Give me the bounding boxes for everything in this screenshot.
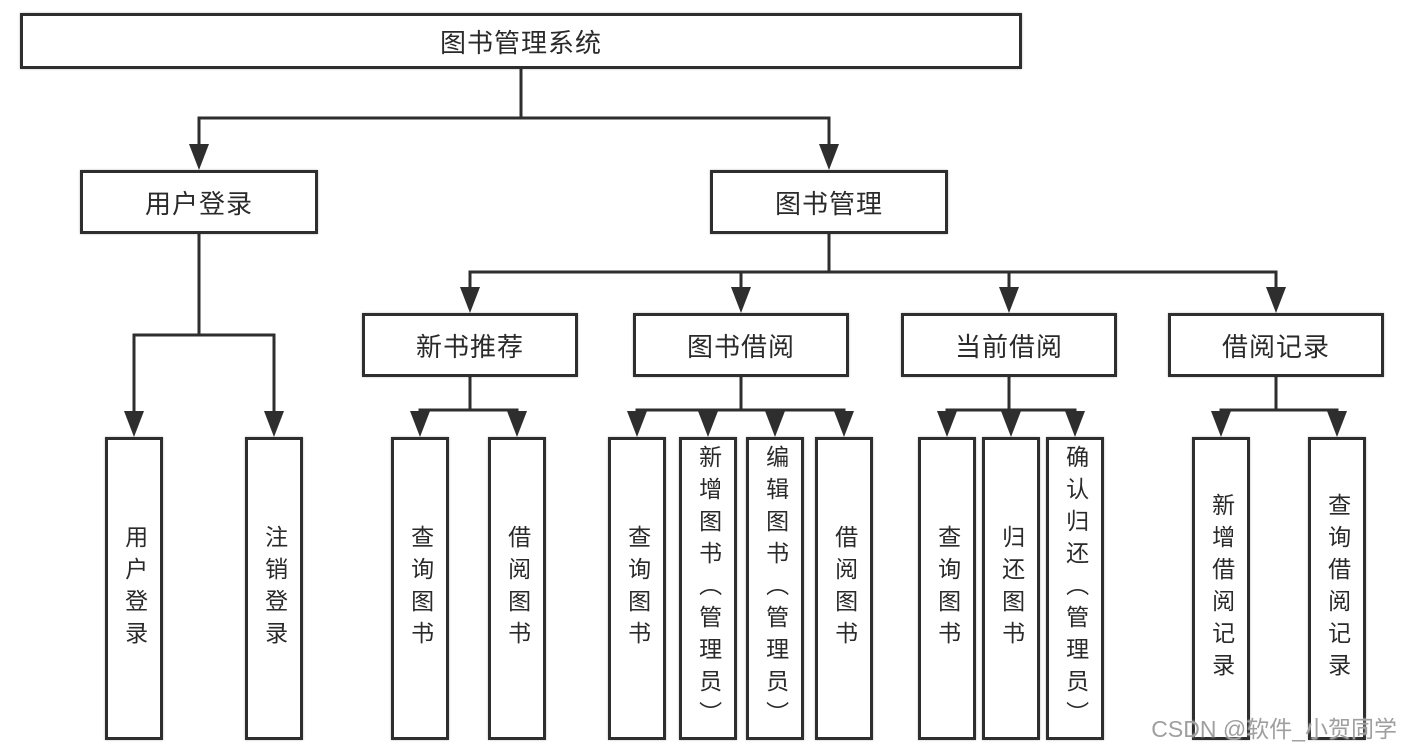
node-label: 当前借阅 <box>954 331 1063 362</box>
node-label: 用户登录 <box>144 188 253 219</box>
node-book-borrowing: 图书借阅 <box>633 313 849 377</box>
arrowhead-icon <box>999 287 1019 313</box>
node-label: 借阅记录 <box>1221 331 1330 362</box>
connector-book-management-to-level3 <box>460 234 1286 313</box>
watermark: CSDN @软件_小贺同学 <box>1151 716 1397 742</box>
node-label: 借阅图书 <box>504 524 531 653</box>
connector-user-login-to-children <box>124 234 284 437</box>
node-label: 新增借阅记录 <box>1208 492 1235 685</box>
arrowhead-icon <box>1266 287 1286 313</box>
node-leaf-borrow-books-recommend: 借阅图书 <box>488 437 546 740</box>
node-label: 查询借阅记录 <box>1324 492 1351 685</box>
node-root-library-system: 图书管理系统 <box>20 13 1022 69</box>
connector-new-book-recommend-to-children <box>410 377 527 437</box>
connector-book-borrowing-to-children <box>627 377 854 437</box>
node-leaf-query-books-borrowing: 查询图书 <box>608 437 666 740</box>
arrowhead-icon <box>1001 411 1021 437</box>
node-label: 新书推荐 <box>415 331 524 362</box>
node-label: 注销登录 <box>261 524 288 653</box>
node-leaf-add-borrow-record: 新增借阅记录 <box>1192 437 1250 740</box>
connector-root-to-level2 <box>189 69 839 170</box>
node-current-borrowing: 当前借阅 <box>901 313 1117 377</box>
arrowhead-icon <box>189 144 209 170</box>
arrowhead-icon <box>698 411 718 437</box>
node-leaf-query-books-current: 查询图书 <box>918 437 976 740</box>
node-label: 图书借阅 <box>686 331 795 362</box>
arrowhead-icon <box>460 287 480 313</box>
node-label: 归还图书 <box>998 524 1025 653</box>
node-label: 确认归还（管理员） <box>1062 444 1089 733</box>
arrowhead-icon <box>937 411 957 437</box>
arrowhead-icon <box>124 411 144 437</box>
arrowhead-icon <box>1211 411 1231 437</box>
node-label: 借阅图书 <box>831 524 858 653</box>
arrowhead-icon <box>731 287 751 313</box>
arrowhead-icon <box>507 411 527 437</box>
arrowhead-icon <box>410 411 430 437</box>
node-label: 新增图书（管理员） <box>695 444 722 733</box>
node-book-management: 图书管理 <box>710 170 948 234</box>
arrowhead-icon <box>1065 411 1085 437</box>
node-leaf-user-login: 用户登录 <box>105 437 163 740</box>
arrowhead-icon <box>819 144 839 170</box>
node-leaf-return-books: 归还图书 <box>982 437 1040 740</box>
node-label: 图书管理系统 <box>439 27 602 58</box>
node-leaf-query-borrow-record: 查询借阅记录 <box>1308 437 1366 740</box>
node-label: 编辑图书（管理员） <box>762 444 789 733</box>
node-leaf-query-books-recommend: 查询图书 <box>391 437 449 740</box>
node-label: 查询图书 <box>407 524 434 653</box>
arrowhead-icon <box>765 411 785 437</box>
node-user-login: 用户登录 <box>80 170 318 234</box>
node-leaf-edit-books-admin: 编辑图书（管理员） <box>746 437 804 740</box>
arrowhead-icon <box>834 411 854 437</box>
node-leaf-logout: 注销登录 <box>245 437 303 740</box>
node-label: 图书管理 <box>774 188 883 219</box>
node-new-book-recommend: 新书推荐 <box>362 313 578 377</box>
node-leaf-confirm-return-admin: 确认归还（管理员） <box>1046 437 1104 740</box>
node-label: 查询图书 <box>624 524 651 653</box>
node-label: 用户登录 <box>121 524 148 653</box>
arrowhead-icon <box>1327 411 1347 437</box>
node-leaf-add-books-admin: 新增图书（管理员） <box>679 437 737 740</box>
connector-current-borrowing-to-children <box>937 377 1085 437</box>
node-borrow-records: 借阅记录 <box>1168 313 1384 377</box>
connector-borrow-records-to-children <box>1211 377 1347 437</box>
node-leaf-borrow-books-borrowing: 借阅图书 <box>815 437 873 740</box>
node-label: 查询图书 <box>934 524 961 653</box>
arrowhead-icon <box>264 411 284 437</box>
arrowhead-icon <box>627 411 647 437</box>
